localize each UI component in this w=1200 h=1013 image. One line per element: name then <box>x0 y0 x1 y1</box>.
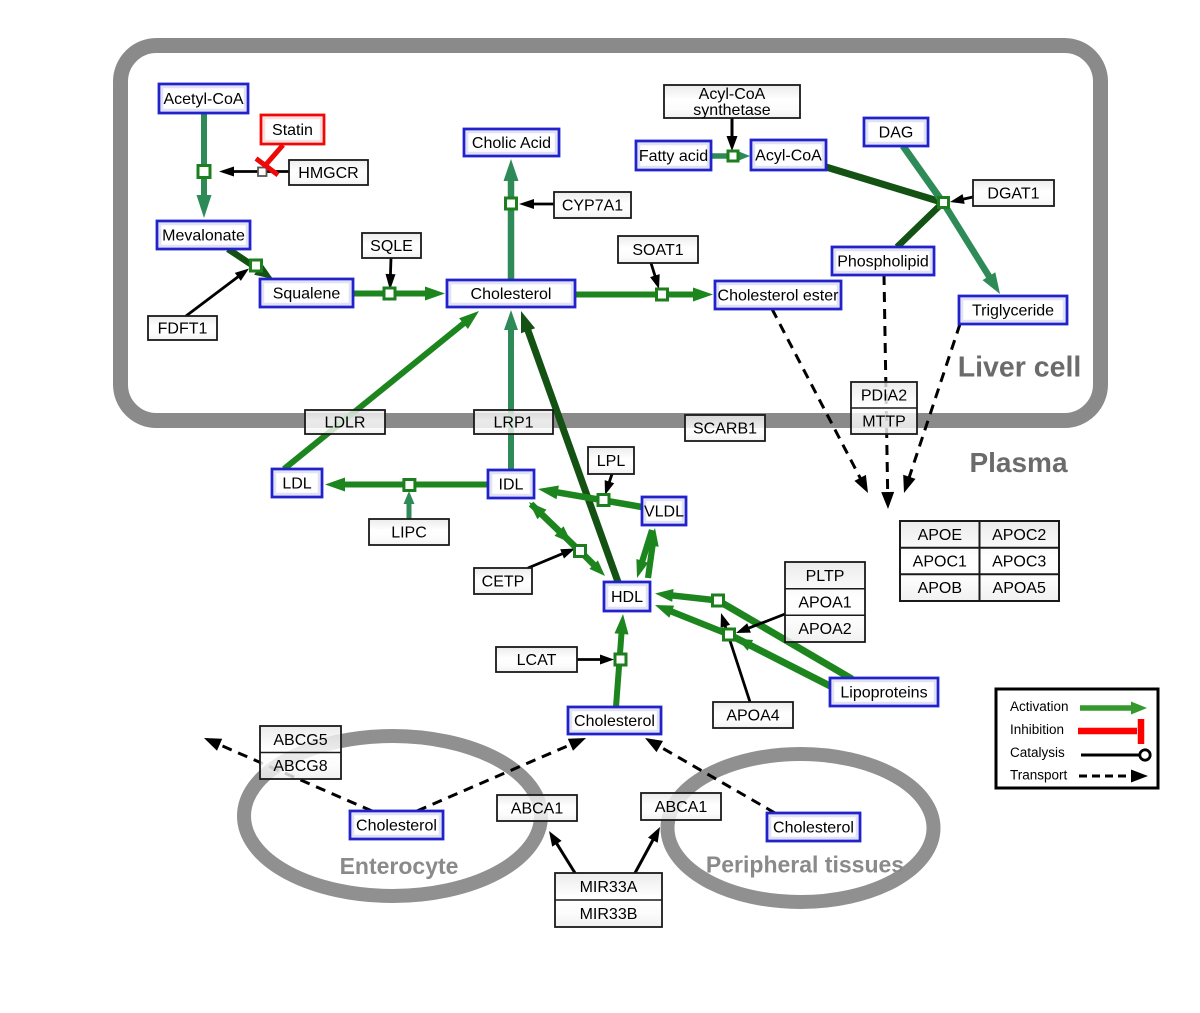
svg-text:PLTP: PLTP <box>806 568 845 585</box>
svg-text:Enterocyte: Enterocyte <box>340 853 459 879</box>
svg-text:APOA5: APOA5 <box>993 580 1046 597</box>
svg-text:Cholesterol: Cholesterol <box>356 818 437 835</box>
svg-text:CYP7A1: CYP7A1 <box>562 198 623 215</box>
svg-text:APOA4: APOA4 <box>726 708 779 725</box>
svg-text:MIR33A: MIR33A <box>580 879 638 896</box>
svg-text:LPL: LPL <box>597 453 626 470</box>
svg-text:SQLE: SQLE <box>370 238 413 255</box>
svg-text:SCARB1: SCARB1 <box>693 421 757 438</box>
svg-text:Phospholipid: Phospholipid <box>837 254 929 271</box>
svg-text:synthetase: synthetase <box>693 102 770 119</box>
svg-text:HDL: HDL <box>611 589 643 606</box>
svg-text:LDL: LDL <box>282 476 311 493</box>
svg-text:SOAT1: SOAT1 <box>632 242 683 259</box>
svg-text:Squalene: Squalene <box>273 286 341 303</box>
svg-text:Transport: Transport <box>1010 768 1068 783</box>
svg-text:Acyl-CoA: Acyl-CoA <box>755 148 822 165</box>
svg-text:Acetyl-CoA: Acetyl-CoA <box>163 91 243 108</box>
svg-text:APOB: APOB <box>918 580 962 597</box>
svg-text:Cholesterol: Cholesterol <box>773 820 854 837</box>
svg-text:Activation: Activation <box>1010 699 1069 714</box>
svg-text:Lipoproteins: Lipoproteins <box>840 685 927 702</box>
svg-text:Triglyceride: Triglyceride <box>972 303 1054 320</box>
svg-text:Cholic Acid: Cholic Acid <box>472 135 551 152</box>
svg-text:Fatty acid: Fatty acid <box>639 148 708 165</box>
svg-text:PDIA2: PDIA2 <box>861 388 907 405</box>
svg-text:APOC3: APOC3 <box>992 554 1046 571</box>
svg-text:DGAT1: DGAT1 <box>987 186 1039 203</box>
svg-text:FDFT1: FDFT1 <box>158 321 208 338</box>
svg-text:Cholesterol ester: Cholesterol ester <box>718 288 840 305</box>
svg-text:APOC2: APOC2 <box>992 527 1046 544</box>
svg-text:LRP1: LRP1 <box>493 415 533 432</box>
svg-text:Liver cell: Liver cell <box>958 352 1082 384</box>
svg-text:CETP: CETP <box>482 574 525 591</box>
svg-text:ABCA1: ABCA1 <box>655 799 708 816</box>
svg-text:MTTP: MTTP <box>862 414 906 431</box>
svg-text:Cholesterol: Cholesterol <box>574 713 655 730</box>
svg-text:Catalysis: Catalysis <box>1010 745 1065 760</box>
svg-text:HMGCR: HMGCR <box>298 165 358 182</box>
svg-text:Cholesterol: Cholesterol <box>471 286 552 303</box>
svg-text:Inhibition: Inhibition <box>1010 722 1064 737</box>
svg-text:APOC1: APOC1 <box>913 554 967 571</box>
svg-text:DAG: DAG <box>879 125 914 142</box>
svg-text:APOE: APOE <box>918 527 962 544</box>
svg-text:Mevalonate: Mevalonate <box>162 228 245 245</box>
svg-text:ABCG8: ABCG8 <box>273 758 327 775</box>
svg-text:Plasma: Plasma <box>969 447 1067 478</box>
svg-text:IDL: IDL <box>499 477 524 494</box>
svg-text:MIR33B: MIR33B <box>580 906 638 923</box>
svg-text:APOA2: APOA2 <box>798 621 851 638</box>
svg-text:ABCG5: ABCG5 <box>273 732 327 749</box>
svg-text:LIPC: LIPC <box>391 525 427 542</box>
svg-text:ABCA1: ABCA1 <box>511 801 564 818</box>
svg-text:LCAT: LCAT <box>517 652 557 669</box>
svg-text:Statin: Statin <box>272 122 313 139</box>
svg-text:VLDL: VLDL <box>644 504 684 521</box>
svg-text:Acyl-CoA: Acyl-CoA <box>699 86 766 103</box>
svg-text:Peripheral tissues: Peripheral tissues <box>706 852 904 878</box>
svg-text:APOA1: APOA1 <box>798 595 851 612</box>
svg-text:LDLR: LDLR <box>325 415 366 432</box>
